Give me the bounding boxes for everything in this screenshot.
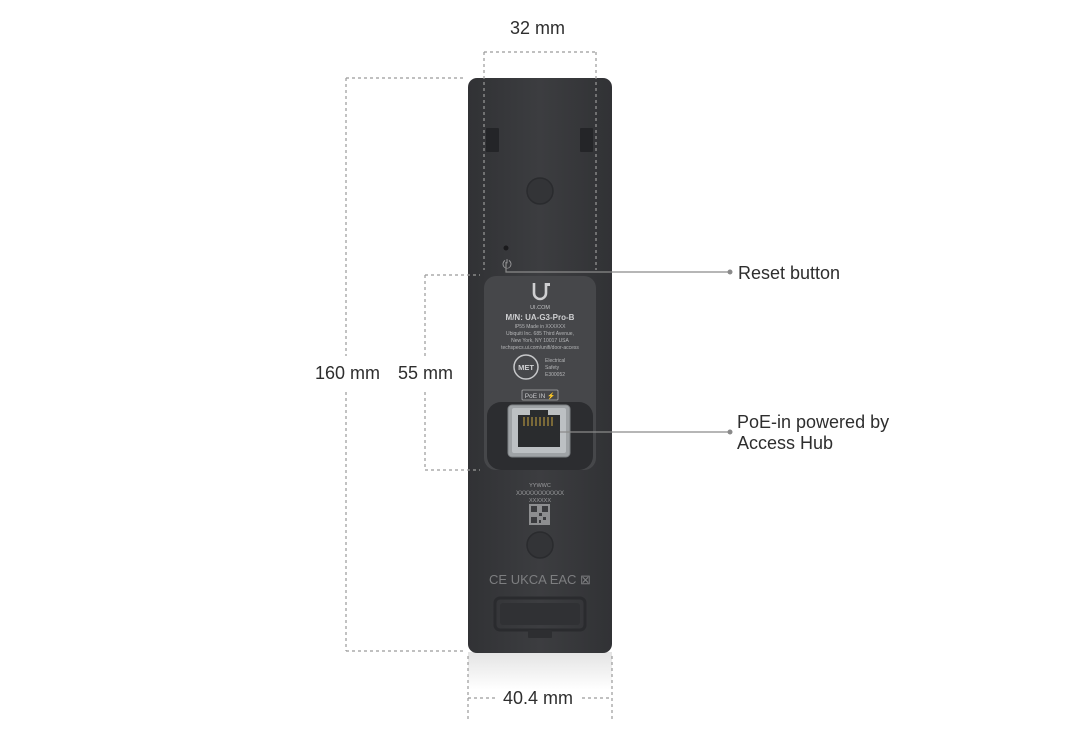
mount-slot-right <box>580 128 593 152</box>
dimension-label-bottom-width: 40.4 mm <box>503 688 574 708</box>
reset-pinhole[interactable] <box>503 245 509 251</box>
mount-slot-left <box>486 128 499 152</box>
dimension-label-top-width: 32 mm <box>510 18 566 38</box>
brand-text: UI.COM <box>530 305 550 311</box>
rj45-port-icon[interactable] <box>507 404 571 458</box>
poe-label: PoE-in powered by Access Hub <box>737 412 889 454</box>
serial-number: XXXXXXXXXXXX <box>516 491 564 497</box>
dimension-160mm <box>345 77 466 652</box>
date-code: YYWWC <box>529 483 551 489</box>
dimension-label-panel-height: 55 mm <box>398 363 454 383</box>
reset-callout-line <box>505 262 733 275</box>
dimension-55mm <box>424 274 480 471</box>
ubiquiti-logo-icon <box>532 283 550 301</box>
met-line-2: Safety <box>545 365 560 371</box>
cable-slot-inner <box>500 603 580 625</box>
address-line-2: New York, NY 10017 USA <box>511 338 569 344</box>
qr-code-icon <box>529 504 550 525</box>
dimension-40mm <box>467 656 613 720</box>
device-body: ⏻ UI.COM M/N: UA-G3-Pro-B IP55 Made in X… <box>468 78 612 653</box>
dimension-label-height: 160 mm <box>315 363 381 383</box>
met-cert-icon <box>513 354 539 380</box>
ip-rating: IP55 Made in XXXXXX <box>515 324 567 330</box>
poe-callout-line <box>560 429 733 435</box>
reset-icon: ⏻ <box>502 257 512 271</box>
poe-in-text: PoE IN ⚡ <box>525 392 556 400</box>
dimension-32mm <box>483 51 597 270</box>
device-reflection <box>468 652 612 690</box>
poe-in-tag <box>521 389 559 401</box>
address-line-1: Ubiquiti Inc. 685 Third Avenue, <box>506 331 574 337</box>
screw-hole-top <box>526 177 554 205</box>
certification-marks: CE UKCA EAC ⊠ <box>489 572 591 587</box>
poe-label-line-1: PoE-in powered by <box>737 412 890 432</box>
met-logo-text: MET <box>518 363 534 372</box>
met-line-1: Electrical <box>545 358 565 364</box>
poe-label-line-2: Access Hub <box>737 433 834 453</box>
serial-number-2: XXXXXX <box>529 498 551 504</box>
screw-hole-bottom <box>526 531 554 559</box>
bottom-notch <box>528 630 552 638</box>
met-line-3: E300052 <box>545 372 565 378</box>
spec-url: techspecs.ui.com/unifi/door-access <box>501 345 579 351</box>
model-number: M/N: UA-G3-Pro-B <box>506 313 575 322</box>
reset-button-label: Reset button <box>738 263 841 283</box>
